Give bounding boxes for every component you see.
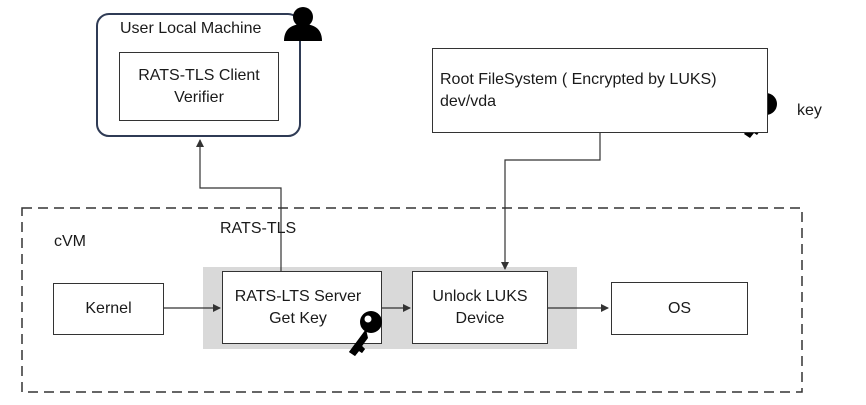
rootfs-label-line2: dev/vda (440, 93, 497, 110)
os-label: OS (667, 299, 692, 317)
unlock-label-line2: Device (455, 309, 505, 327)
server-label-line1: RATS-LTS Server (234, 287, 362, 305)
verifier-label-line1: RATS-TLS Client (138, 66, 260, 84)
unlock-luks-box: Unlock LUKS Device (412, 271, 548, 344)
connector-server-to-verifier (196, 139, 282, 271)
key-icon (349, 311, 382, 356)
server-label-line2: Get Key (269, 309, 327, 327)
os-box: OS (611, 282, 748, 335)
unlock-label-line1: Unlock LUKS (432, 287, 528, 305)
cvm-label: cVM (54, 233, 86, 250)
user-machine-title: User Local Machine (120, 20, 262, 37)
verifier-box: RATS-TLS Client Verifier (119, 52, 279, 121)
kernel-box: Kernel (53, 283, 164, 335)
key-label: key (797, 102, 822, 119)
connector-rootfs-to-unlock (501, 133, 601, 270)
cvm-container (21, 207, 803, 393)
rootfs-label-line1: Root FileSystem ( Encrypted by LUKS) (440, 71, 717, 88)
kernel-label: Kernel (85, 300, 132, 317)
rats-tls-label: RATS-TLS (220, 220, 297, 237)
rootfs-box: Root FileSystem ( Encrypted by LUKS) dev… (432, 48, 768, 133)
user-icon (284, 7, 322, 41)
rats-lts-server-box: RATS-LTS Server Get Key (222, 271, 382, 344)
verifier-label-line2: Verifier (174, 88, 224, 106)
